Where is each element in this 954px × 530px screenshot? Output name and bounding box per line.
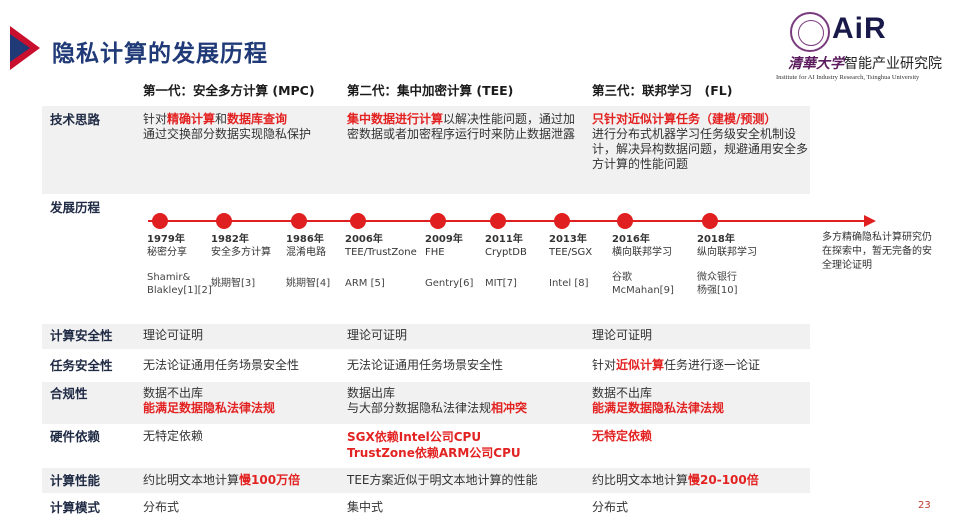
timeline-desc: 横向联邦学习 — [612, 247, 672, 258]
mode-gen3: 分布式 — [592, 500, 629, 514]
timeline-reference: Intel [8] — [549, 278, 589, 289]
timeline-reference: 微众银行杨强[10] — [697, 272, 738, 296]
timeline-desc: 安全多方计算 — [211, 247, 271, 258]
page-title: 隐私计算的发展历程 — [52, 41, 268, 67]
compliance-gen2: 数据出库与大部分数据隐私法律法规相冲突 — [347, 386, 528, 415]
timeline-dot — [216, 213, 232, 229]
timeline-year: 2016年 — [612, 234, 650, 245]
table-row-performance: 计算性能 约比明文本地计算慢100万倍 TEE方案近似于明文本地计算的性能 约比… — [42, 468, 810, 493]
tech-gen2: 集中数据进行计算以解决性能问题，通过加密数据或者加密程序运行时来防止数据泄露 — [347, 112, 576, 141]
timeline-dot — [350, 213, 366, 229]
table-header-row: 第一代：安全多方计算 (MPC) 第二代：集中加密计算 (TEE) 第三代：联邦… — [42, 77, 810, 104]
timeline-year: 1982年 — [211, 234, 249, 245]
timeline-desc: CryptDB — [485, 247, 527, 258]
row-label-performance: 计算性能 — [50, 473, 101, 488]
compliance-gen1: 数据不出库能满足数据隐私法律法规 — [143, 386, 276, 415]
page-number: 23 — [918, 500, 931, 511]
timeline-event-label: 1986年混淆电路 — [286, 233, 326, 259]
timeline-reference: 姚期智[4] — [286, 278, 331, 289]
row-label-tech: 技术思路 — [50, 112, 101, 127]
timeline-note: 多方精确隐私计算研究仍在探索中，暂无完备的安全理论证明 — [822, 232, 932, 271]
timeline-dot — [702, 213, 718, 229]
timeline-line — [148, 220, 866, 222]
timeline-desc: TEE/SGX — [549, 247, 593, 258]
row-label-task-security: 任务安全性 — [50, 358, 113, 373]
timeline-dot — [430, 213, 446, 229]
timeline-desc: FHE — [425, 247, 445, 258]
title-arrow-icon — [10, 26, 40, 70]
row-label-compliance: 合规性 — [50, 386, 88, 401]
hardware-gen3: 无特定依赖 — [592, 429, 653, 443]
performance-gen3: 约比明文本地计算慢20-100倍 — [592, 473, 759, 487]
compliance-gen3: 数据不出库能满足数据隐私法律法规 — [592, 386, 725, 415]
institute-logo: AiR 清華大学智能产业研究院 Institute for AI Industr… — [776, 10, 948, 85]
institute-name-en: Institute for AI Industry Research, Tsin… — [776, 74, 920, 81]
timeline-desc: 纵向联邦学习 — [697, 247, 757, 258]
tsinghua-seal-icon — [790, 12, 830, 52]
table-row-tech: 技术思路 针对精确计算和数据库查询通过交换部分数据实现隐私保护 集中数据进行计算… — [42, 106, 810, 194]
row-label-mode: 计算模式 — [50, 500, 101, 515]
timeline-year: 1979年 — [147, 234, 185, 245]
timeline-dot — [152, 213, 168, 229]
performance-gen1: 约比明文本地计算慢100万倍 — [143, 473, 301, 487]
column-header-gen3: 第三代：联邦学习 (FL) — [592, 83, 733, 98]
timeline-reference: 姚期智[3] — [211, 278, 256, 289]
timeline-event-label: 2009年 FHE — [425, 233, 463, 259]
timeline-desc: 混淆电路 — [286, 247, 326, 258]
timeline-reference: MIT[7] — [485, 278, 517, 289]
compute-security-gen3: 理论可证明 — [592, 328, 653, 342]
timeline-year: 1986年 — [286, 234, 324, 245]
table-row-mode: 计算模式 分布式 集中式 分布式 — [42, 495, 810, 521]
compute-security-gen2: 理论可证明 — [347, 328, 408, 342]
timeline-event-label: 1979年秘密分享 — [147, 233, 187, 259]
timeline-dot — [617, 213, 633, 229]
table-row-compliance: 合规性 数据不出库能满足数据隐私法律法规 数据出库与大部分数据隐私法律法规相冲突… — [42, 382, 810, 424]
timeline-arrow-icon — [864, 215, 876, 227]
task-security-gen2: 无法论证通用任务场景安全性 — [347, 358, 504, 372]
timeline-event-label: 2016年横向联邦学习 — [612, 233, 672, 259]
task-security-gen3: 针对近似计算任务进行逐一论证 — [592, 358, 761, 372]
timeline-dot — [291, 213, 307, 229]
row-label-history: 发展历程 — [50, 200, 101, 215]
mode-gen1: 分布式 — [143, 500, 180, 514]
column-header-gen1: 第一代：安全多方计算 (MPC) — [143, 83, 315, 98]
timeline-desc: 秘密分享 — [147, 247, 187, 258]
timeline-dot — [490, 213, 506, 229]
timeline: 1979年秘密分享 Shamir&Blakley[1][2] 1982年安全多方计算… — [42, 195, 932, 315]
timeline-event-label: 2018年纵向联邦学习 — [697, 233, 757, 259]
mode-gen2: 集中式 — [347, 500, 384, 514]
table-row-history: 发展历程 — [42, 196, 810, 323]
timeline-reference: Shamir&Blakley[1][2] — [147, 272, 212, 296]
timeline-event-label: 1982年安全多方计算 — [211, 233, 271, 259]
timeline-reference: Gentry[6] — [425, 278, 474, 289]
hardware-gen1: 无特定依赖 — [143, 429, 204, 443]
row-label-hardware: 硬件依赖 — [50, 429, 101, 444]
timeline-event-label: 2011年 CryptDB — [485, 233, 527, 259]
timeline-year: 2011年 — [485, 234, 523, 245]
timeline-event-label: 2013年 TEE/SGX — [549, 233, 592, 259]
timeline-year: 2013年 — [549, 234, 587, 245]
timeline-reference: ARM [5] — [345, 278, 385, 289]
table-row-compute-security: 计算安全性 理论可证明 理论可证明 理论可证明 — [42, 324, 810, 349]
tech-gen1: 针对精确计算和数据库查询通过交换部分数据实现隐私保护 — [143, 112, 312, 141]
timeline-year: 2018年 — [697, 234, 735, 245]
air-logo: AiR — [832, 12, 887, 45]
institute-name-cn: 清華大学智能产业研究院 — [788, 56, 942, 72]
timeline-dot — [554, 213, 570, 229]
timeline-desc: TEE/TrustZone — [345, 247, 417, 258]
timeline-event-label: 2006年 TEE/TrustZone — [345, 233, 417, 259]
tech-gen3: 只针对近似计算任务（建模/预测）进行分布式机器学习任务级安全机制设计，解决异构数… — [592, 112, 809, 171]
timeline-year: 2009年 — [425, 234, 463, 245]
table-row-task-security: 任务安全性 无法论证通用任务场景安全性 无法论证通用任务场景安全性 针对近似计算… — [42, 352, 810, 380]
timeline-year: 2006年 — [345, 234, 383, 245]
row-label-compute-security: 计算安全性 — [50, 328, 113, 343]
column-header-gen2: 第二代：集中加密计算 (TEE) — [347, 83, 514, 98]
task-security-gen1: 无法论证通用任务场景安全性 — [143, 358, 300, 372]
performance-gen2: TEE方案近似于明文本地计算的性能 — [347, 473, 538, 487]
compute-security-gen1: 理论可证明 — [143, 328, 204, 342]
